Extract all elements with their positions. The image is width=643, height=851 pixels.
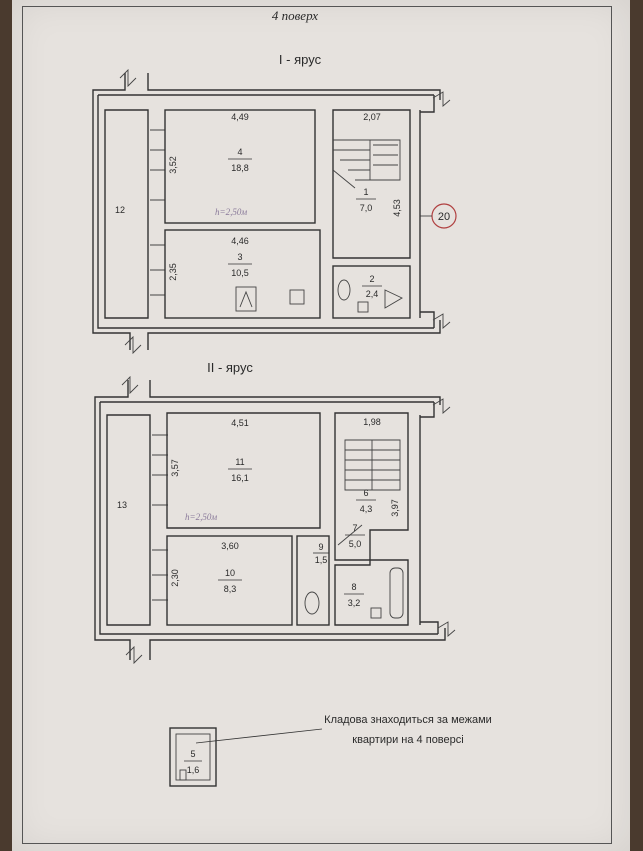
tier1-title: I - ярус bbox=[279, 52, 322, 67]
tier2-title: II - ярус bbox=[207, 360, 253, 375]
room-1-label: 1 bbox=[363, 187, 368, 197]
room-2-area: 2,4 bbox=[366, 289, 379, 299]
paper-sheet bbox=[12, 0, 630, 851]
room-4-area: 18,8 bbox=[231, 163, 249, 173]
storage-area: 1,6 bbox=[187, 765, 200, 775]
storage-label: 5 bbox=[190, 749, 195, 759]
tier2-height-note: h=2,50м bbox=[185, 512, 217, 522]
room-11-depth: 3,57 bbox=[170, 459, 180, 477]
room-3-depth: 2,35 bbox=[168, 263, 178, 281]
room-10-label: 10 bbox=[225, 568, 235, 578]
room-3-width: 4,46 bbox=[231, 236, 249, 246]
tier2-plan bbox=[94, 375, 456, 665]
room-4-label: 4 bbox=[237, 147, 242, 157]
room-9-area: 1,5 bbox=[315, 555, 328, 565]
room-10-width: 3,60 bbox=[221, 541, 239, 551]
room-11-area: 16,1 bbox=[231, 473, 249, 483]
room-11-label: 11 bbox=[235, 457, 244, 467]
room-11-width: 4,51 bbox=[231, 418, 249, 428]
tier2-stair-depth: 3,97 bbox=[390, 499, 400, 517]
tier1-plan bbox=[92, 68, 451, 355]
storage-note-line2: квартири на 4 поверсі bbox=[352, 734, 463, 746]
room-4-depth: 3,52 bbox=[168, 156, 178, 174]
room-3-area: 10,5 bbox=[231, 268, 249, 278]
room-12-label: 12 bbox=[115, 205, 125, 215]
room-1-depth: 4,53 bbox=[392, 199, 402, 217]
tier1-height-note: h=2,50м bbox=[215, 207, 247, 217]
room-10-depth: 2,30 bbox=[170, 569, 180, 587]
room-8-area: 3,2 bbox=[348, 598, 361, 608]
room-3-label: 3 bbox=[237, 252, 242, 262]
room-8-label: 8 bbox=[351, 582, 356, 592]
plan-number: 20 bbox=[438, 211, 450, 223]
room-7-area: 5,0 bbox=[349, 539, 362, 549]
room-6-area: 4,3 bbox=[360, 504, 373, 514]
storage-note-line1: Кладова знаходиться за межами bbox=[324, 714, 492, 726]
room-4-width: 4,49 bbox=[231, 112, 249, 122]
sheet-border bbox=[22, 6, 612, 844]
room-10-area: 8,3 bbox=[224, 584, 237, 594]
tier2-stair-width: 1,98 bbox=[363, 417, 381, 427]
storage-leader-line bbox=[195, 728, 323, 744]
room-9-label: 9 bbox=[318, 542, 323, 552]
storage-room bbox=[169, 727, 217, 787]
room-6-label: 6 bbox=[363, 488, 368, 498]
room-7-label: 7 bbox=[352, 523, 357, 533]
floor-title: 4 поверх bbox=[272, 8, 318, 23]
room-2-label: 2 bbox=[369, 274, 374, 284]
tier1-stair-width: 2,07 bbox=[363, 112, 381, 122]
room-1-area: 7,0 bbox=[360, 203, 373, 213]
room-13-label: 13 bbox=[117, 500, 127, 510]
